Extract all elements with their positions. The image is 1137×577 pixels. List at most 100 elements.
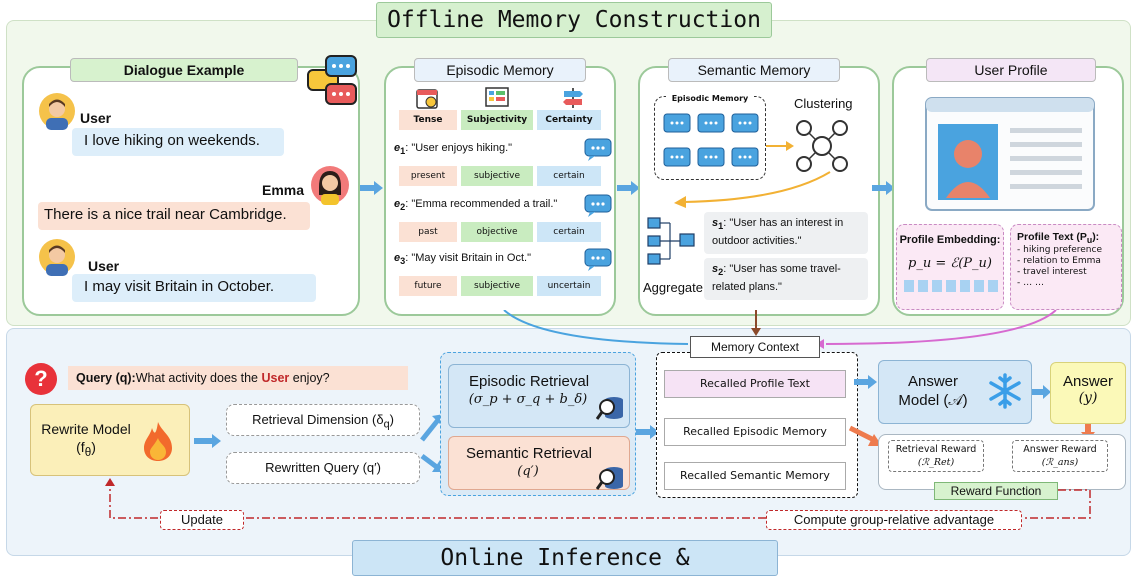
entry-text: : "May visit Britain in Oct."	[405, 252, 531, 264]
user-avatar-icon	[39, 93, 75, 130]
user1-name: User	[80, 110, 112, 126]
profile-text-title-sub: u	[1086, 235, 1093, 246]
dialogue-title: Dialogue Example	[70, 58, 298, 82]
aggregate-icon	[647, 217, 695, 265]
profile-text-item: - relation to Emma	[1017, 256, 1101, 267]
profile-text-item: - … …	[1017, 278, 1044, 289]
profile-card-icon	[925, 97, 1095, 211]
profile-text-title-end: ):	[1092, 231, 1100, 243]
semantic-retrieval-label: Semantic Retrieval	[466, 445, 592, 462]
episodic-tag: certain	[537, 166, 601, 186]
reward-function-label: Reward Function	[934, 482, 1058, 500]
calendar-icon	[416, 89, 438, 109]
retrieval-dimension-sub: q	[383, 418, 390, 431]
s2-sub: 2	[718, 267, 724, 278]
episodic-tag: certain	[537, 222, 601, 242]
retrieval-reward-box: Retrieval Reward (ℛ_Ret)	[888, 440, 984, 472]
aggregate-label: Aggregate	[643, 280, 703, 295]
retrieval-reward-label: Retrieval Reward	[895, 444, 977, 455]
s1-sub: 1	[718, 221, 724, 232]
s1-text: : "User has an interest in outdoor activ…	[712, 217, 844, 248]
episodic-tag: present	[399, 166, 457, 186]
user2-name: User	[88, 258, 120, 274]
snowflake-icon	[989, 373, 1021, 409]
answer-model-label: Answer Model (𝒜)	[898, 373, 968, 409]
episodic-memory-group-label: Episodic Memory	[666, 92, 754, 106]
episodic-retrieval-label: Episodic Retrieval	[468, 373, 590, 390]
svg-text:?: ?	[34, 366, 47, 391]
online-banner: Online Inference & Optimization	[352, 540, 778, 576]
answer-reward-box: Answer Reward (ℛ_ans)	[1012, 440, 1108, 472]
compute-advantage-label: Compute group-relative advantage	[766, 510, 1022, 530]
recalled-episodic-memory: Recalled Episodic Memory	[664, 418, 846, 446]
arrow-icon	[674, 171, 831, 208]
user1-message: I love hiking on weekends.	[72, 128, 284, 156]
rewrite-model-text: Rewrite Model (f	[41, 421, 131, 455]
retrieval-dimension-box: Retrieval Dimension (δq)	[226, 404, 420, 436]
answer-box: Answer (y)	[1050, 362, 1126, 424]
arrow-icon	[617, 181, 640, 195]
episodic-tag: objective	[461, 222, 533, 242]
signpost-icon	[563, 88, 583, 108]
answer-reward-label: Answer Reward	[1023, 444, 1097, 455]
entry-sub: 1	[400, 146, 406, 157]
offline-banner: Offline Memory Construction	[376, 2, 772, 38]
semantic-s2: s2: "User has some travel-related plans.…	[704, 258, 868, 300]
semantic-retrieval-formula: (q′)	[517, 464, 539, 479]
entry-label: e	[394, 142, 401, 154]
database-search-icon	[596, 467, 623, 490]
entry-text: : "User enjoys hiking."	[405, 142, 513, 154]
chat-bubbles-icon	[307, 55, 357, 105]
question-icon: ?	[25, 363, 57, 395]
embedding-vector-icon	[904, 280, 998, 292]
profile-embedding-formula: p_u = ℰ(P_u)	[908, 256, 992, 271]
recalled-semantic-memory: Recalled Semantic Memory	[664, 462, 846, 490]
rewrite-model-sub: θ	[84, 445, 92, 459]
arrow-icon	[854, 375, 877, 389]
user-avatar-icon	[39, 239, 75, 276]
profile-embedding-title: Profile Embedding:	[899, 234, 1001, 246]
cluster-network-icon	[796, 120, 848, 172]
query-label: Query (q):	[76, 371, 136, 385]
query-pre: What activity does the	[135, 371, 262, 385]
chat-bubble-icon	[584, 138, 612, 161]
episodic-title: Episodic Memory	[414, 58, 586, 82]
update-label: Update	[160, 510, 244, 530]
semantic-s1: s1: "User has an interest in outdoor act…	[704, 212, 868, 254]
semantic-retrieval-box: Semantic Retrieval (q′)	[448, 436, 630, 490]
s1-label: s	[712, 217, 719, 229]
episodic-tag: subjective	[461, 276, 533, 296]
answer-y: (y)	[1078, 390, 1098, 406]
rewritten-query-box: Rewritten Query (q′)	[226, 452, 420, 484]
arrow-icon	[1081, 424, 1095, 441]
answer-reward-sym: (ℛ_ans)	[1041, 457, 1079, 468]
episodic-entry: e1: "User enjoys hiking."	[394, 142, 584, 162]
episodic-tag: past	[399, 222, 457, 242]
arrow-icon	[766, 141, 794, 151]
header-tense: Tense	[399, 110, 457, 130]
arrow-icon	[636, 425, 659, 439]
episodic-tag: future	[399, 276, 457, 296]
episodic-tag: uncertain	[537, 276, 601, 296]
database-search-icon	[596, 397, 623, 420]
rewrite-model-end: )	[91, 439, 96, 455]
chart-board-icon	[485, 87, 509, 107]
profile-text-item: - travel interest	[1017, 267, 1087, 278]
recalled-profile-text: Recalled Profile Text	[664, 370, 846, 398]
emma-message: There is a nice trail near Cambridge.	[38, 202, 310, 230]
profile-text-item: - hiking preference	[1017, 245, 1102, 256]
reward-panel	[878, 434, 1126, 490]
chat-bubble-icon	[584, 194, 612, 217]
memory-context-title: Memory Context	[690, 336, 820, 358]
fire-icon	[144, 422, 172, 461]
profile-text-title: Profile Text (Pu):	[1017, 231, 1115, 245]
episodic-tag: subjective	[461, 166, 533, 186]
retrieval-dimension-end: )	[389, 412, 394, 427]
user2-message: I may visit Britain in October.	[72, 274, 316, 302]
feedback-loop	[105, 478, 1091, 519]
episodic-entry: e3: "May visit Britain in Oct."	[394, 252, 584, 272]
entry-label: e	[394, 252, 401, 264]
profile-text-title-main: Profile Text (P	[1017, 231, 1087, 243]
context-connectors	[503, 310, 1057, 349]
entry-sub: 2	[400, 202, 406, 213]
